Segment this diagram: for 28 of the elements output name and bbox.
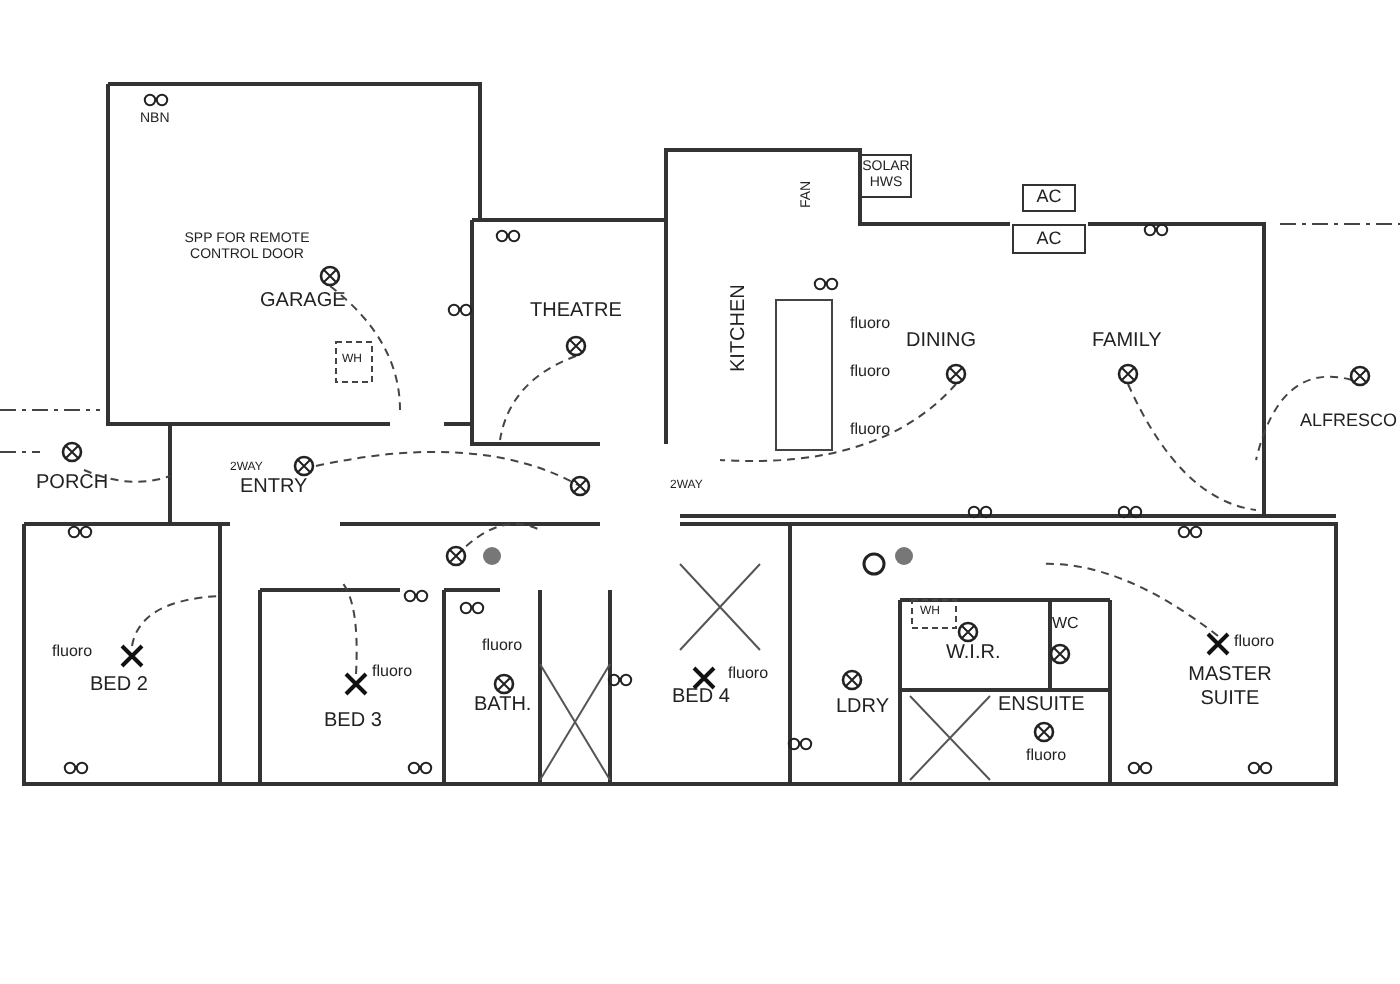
room-label: ENSUITE (998, 696, 1085, 716)
fixture-note: fluoro (372, 664, 413, 680)
room-label: MASTER SUITE (1186, 664, 1274, 710)
fixture-note: fluoro (1234, 634, 1275, 650)
room-label: ALFRESCO (1300, 412, 1398, 430)
fixture-note: fluoro (728, 666, 769, 682)
equipment-box: AC (1012, 224, 1086, 254)
fixture-note: fluoro (850, 364, 891, 380)
room-label: BED 3 (324, 712, 382, 732)
room-label: ENTRY (240, 478, 308, 498)
equipment-box: AC (1022, 184, 1076, 212)
room-label: BED 4 (672, 688, 730, 708)
room-label: BED 2 (90, 676, 148, 696)
room-label: DINING (906, 332, 976, 352)
room-label: LDRY (836, 698, 889, 718)
room-label: BATH. (474, 696, 532, 716)
fixture-note: fluoro (52, 644, 93, 660)
room-label: FAMILY (1092, 332, 1162, 352)
fixture-note: WC (1052, 616, 1079, 632)
fixture-note: fluoro (1026, 748, 1067, 764)
fixture-note: fluoro (482, 638, 523, 654)
room-label: GARAGE (260, 292, 346, 312)
fixture-note: fluoro (850, 316, 891, 332)
room-label: KITCHEN (730, 284, 750, 372)
fixture-note: fluoro (850, 422, 891, 438)
room-label: THEATRE (530, 302, 622, 322)
room-label: PORCH (36, 474, 109, 494)
room-label: W.I.R. (946, 644, 1001, 664)
